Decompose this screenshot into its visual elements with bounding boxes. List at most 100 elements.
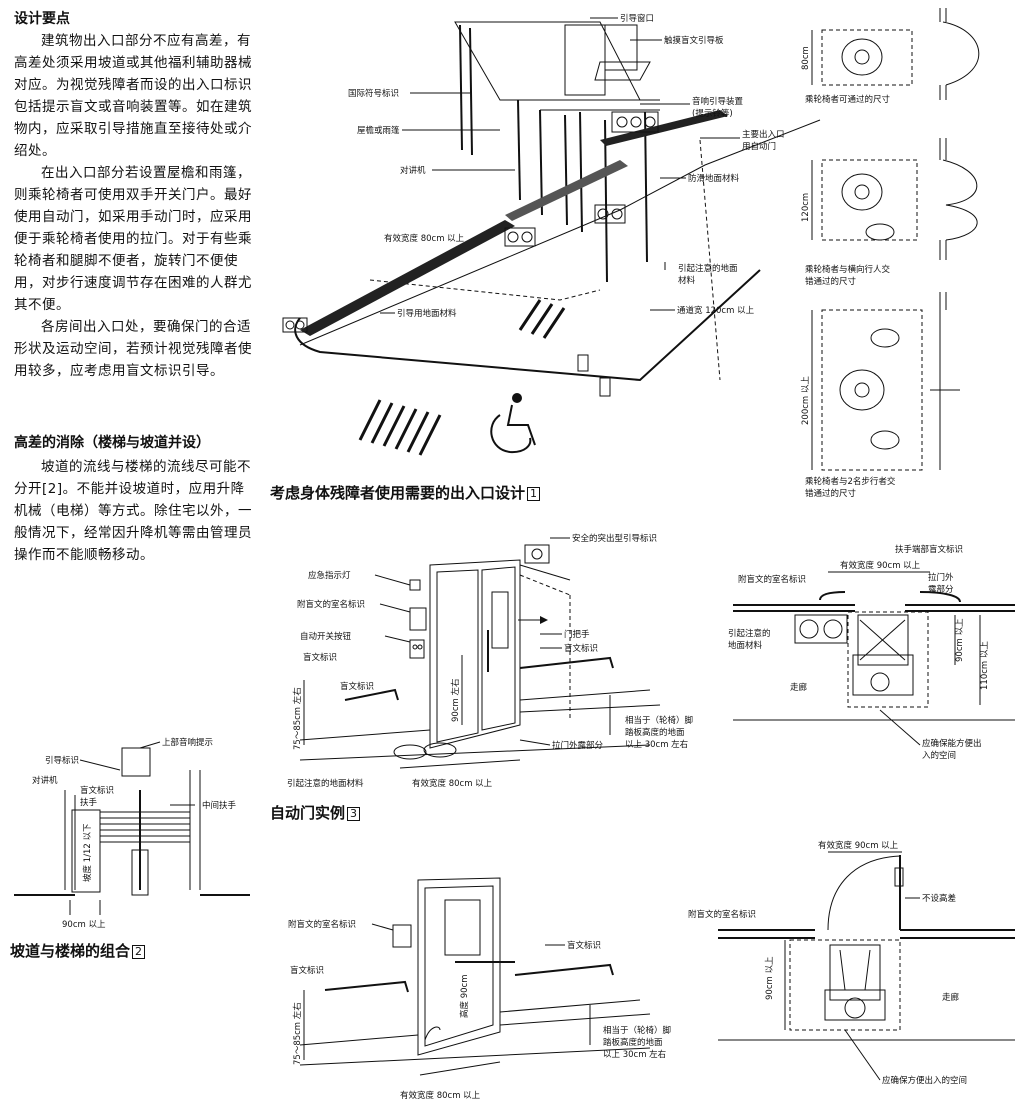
plan-bottom-no-step: 不设高差: [922, 893, 956, 904]
plan-top-attention-1: 引起注意的: [728, 628, 771, 639]
label-attention-floor: 引起注意的地面材料: [287, 778, 364, 789]
label-top-sound: 上部音响提示: [162, 737, 213, 748]
caption-passage-120b: 错通过的尺寸: [805, 276, 857, 287]
plan-bottom-dim: 90cm 以上: [765, 956, 775, 1000]
plan-top-pull-exposed-1: 拉门外: [928, 572, 954, 583]
plan-top-eff-width: 有效宽度 90cm 以上: [840, 560, 921, 571]
label-height-75-85: 75～85cm 左右: [292, 687, 303, 750]
label-tactile-board: 触摸盲文引导板: [664, 35, 724, 46]
label-width-90: 90cm 以上: [62, 920, 106, 930]
door2-height: 高度 90cm: [459, 975, 470, 1018]
warning-dot-tiles: [282, 111, 659, 333]
plan-top-handrail-braille: 扶手端部盲文标识: [895, 544, 963, 555]
plan-top-attention-2: 地面材料: [728, 640, 763, 651]
section2-paragraph: 坡道的流线与楼梯的流线尽可能不分开[2]。不能并设坡道时，应用升降机械（电梯）等…: [14, 459, 252, 563]
caption-passage-200b: 错通过的尺寸: [805, 488, 857, 499]
plan-top-room-sign: 附盲文的室名标识: [738, 574, 806, 585]
fig1-labels: 引导窗口 触摸盲文引导板 国际符号标识 音响引导装置 (提示铃等) 屋檐或雨篷 …: [348, 13, 785, 319]
label-pull-door: 拉门外露部分: [552, 740, 604, 751]
parking-hatch: [358, 299, 566, 456]
door2-foot-3: 以上 30cm 左右: [603, 1049, 666, 1060]
door2-eff-width: 有效宽度 80cm 以上: [400, 1090, 481, 1101]
label-room-sign: 附盲文的室名标识: [297, 599, 365, 610]
label-door-handle: 门把手: [564, 629, 590, 640]
label-footrest-3: 以上 30cm 左右: [625, 739, 688, 750]
label-braille-1: 盲文标识: [303, 652, 337, 663]
label-braille: 盲文标识: [80, 785, 114, 796]
plan-bottom-corridor: 走廊: [942, 992, 960, 1003]
plan-top-dim-90: 90cm 以上: [955, 618, 965, 662]
label-antislip: 防滑地面材料: [688, 173, 740, 184]
caption-passage-80: 乘轮椅者可通过的尺寸: [805, 94, 891, 105]
plan-top-pull-exposed-2: 露部分: [928, 584, 954, 595]
wheelchair-plan-bottom-icon: [824, 944, 886, 1021]
fig2-number: 2: [132, 945, 146, 959]
label-auto-door: 用自动门: [742, 141, 776, 152]
intro-paragraph-1: 建筑物出入口部分不应有高差，有高差处须采用坡道或其他福利辅助器械对应。为视觉残障…: [14, 33, 252, 159]
fig1-number: 1: [527, 487, 541, 501]
fig-plan-top-labels: 有效宽度 90cm 以上 扶手端部盲文标识 附盲文的室名标识 拉门外 露部分 引…: [728, 544, 990, 761]
passage-panel-80: 80cm 乘轮椅者可通过的尺寸: [801, 8, 980, 105]
dim-80cm: 80cm: [801, 46, 811, 70]
label-sound-device-2: (提示铃等): [692, 108, 733, 119]
door2-braille-2: 盲文标识: [567, 940, 601, 951]
label-slope: 坡度 1/12 以下: [82, 823, 93, 882]
right-handrail: [519, 656, 614, 669]
intro-paragraph-3: 各房间出入口处，要确保门的合适形状及运动空间，若预计视觉残障者使用较多，应考虑用…: [14, 319, 252, 379]
label-footrest-1: 相当于（轮椅）脚: [625, 715, 693, 726]
door2-room-sign: 附盲文的室名标识: [288, 919, 356, 930]
label-footrest-2: 踏板高度的地面: [625, 727, 685, 738]
label-handrail: 扶手: [80, 797, 98, 808]
label-intl-symbol: 国际符号标识: [348, 88, 399, 99]
tactile-board: [604, 24, 638, 71]
label-intercom: 对讲机: [32, 775, 58, 786]
dim-200cm: 200cm 以上: [801, 376, 811, 425]
label-auto-switch: 自动开关按钮: [300, 631, 352, 642]
plan-bottom-eff-width: 有效宽度 90cm 以上: [818, 840, 899, 851]
door2-braille-1: 盲文标识: [290, 965, 324, 976]
passage-panel-200: 200cm 以上 乘轮椅者与2名步行者交 错通过的尺寸: [801, 292, 960, 499]
fig3-number: 3: [347, 807, 361, 821]
left-handrail: [344, 688, 399, 701]
label-attention-floor-2: 材料: [678, 275, 696, 286]
door2-foot-2: 踏板高度的地面: [603, 1037, 663, 1048]
intro-text-block: 设计要点 建筑物出入口部分不应有高差，有高差处须采用坡道或其他福利辅助器械对应。…: [14, 8, 252, 382]
door2-foot-1: 相当于（轮椅）脚: [603, 1025, 671, 1036]
caption-passage-200a: 乘轮椅者与2名步行者交: [805, 476, 896, 487]
passage-panel-120: 120cm 乘轮椅者与横向行人交 错通过的尺寸: [801, 138, 978, 287]
section2-heading: 高差的消除（楼梯与坡道并设）: [14, 435, 210, 451]
entrance-posts: [459, 24, 660, 283]
section2-text-block: 高差的消除（楼梯与坡道并设） 坡道的流线与楼梯的流线尽可能不分开[2]。不能并设…: [14, 432, 252, 566]
caption-passage-120a: 乘轮椅者与横向行人交: [805, 264, 891, 275]
fig3-labels: 安全的突出型引导标识 应急指示灯 附盲文的室名标识 自动开关按钮 盲文标识 盲文…: [287, 533, 693, 789]
fig-plan-bottom-labels: 有效宽度 90cm 以上 不设高差 附盲文的室名标识 90cm 以上 走廊 应确…: [688, 840, 967, 1086]
label-guide-floor: 引导用地面材料: [397, 308, 457, 319]
plan-top-space-1: 应确保能方便出: [922, 738, 982, 749]
intro-paragraph-2: 在出入口部分若设置屋檐和雨篷，则乘轮椅者可使用双手开关门户。最好使用自动门，如采…: [14, 165, 252, 313]
plan-top-dim-110: 110cm 以上: [980, 641, 990, 690]
fig2-caption-text: 坡道与楼梯的组合: [10, 942, 131, 960]
label-guide-sign: 引导标识: [45, 755, 79, 766]
label-emergency-light: 应急指示灯: [308, 570, 351, 581]
plan-top-space-2: 入的空间: [922, 750, 956, 761]
plan-bottom-room-sign: 附盲文的室名标识: [688, 909, 756, 920]
plan-top-corridor: 走廊: [790, 682, 808, 693]
fig2-labels: 上部音响提示 引导标识 对讲机 盲文标识 扶手 中间扶手 坡度 1/12 以下 …: [32, 737, 237, 930]
label-mid-handrail: 中间扶手: [202, 800, 237, 811]
fig-door2-labels: 附盲文的室名标识 盲文标识 盲文标识 高度 90cm 75～85cm 左右 相当…: [288, 919, 671, 1101]
label-attention-floor: 引起注意的地面: [678, 263, 738, 274]
label-eff-width-80: 有效宽度 80cm 以上: [384, 233, 465, 244]
label-braille-3: 盲文标识: [564, 643, 598, 654]
plan-bottom-space: 应确保方便出入的空间: [882, 1075, 967, 1086]
floor-edge: [299, 119, 821, 346]
label-safe-sign: 安全的突出型引导标识: [572, 533, 657, 544]
door2-frame: [417, 877, 501, 1056]
